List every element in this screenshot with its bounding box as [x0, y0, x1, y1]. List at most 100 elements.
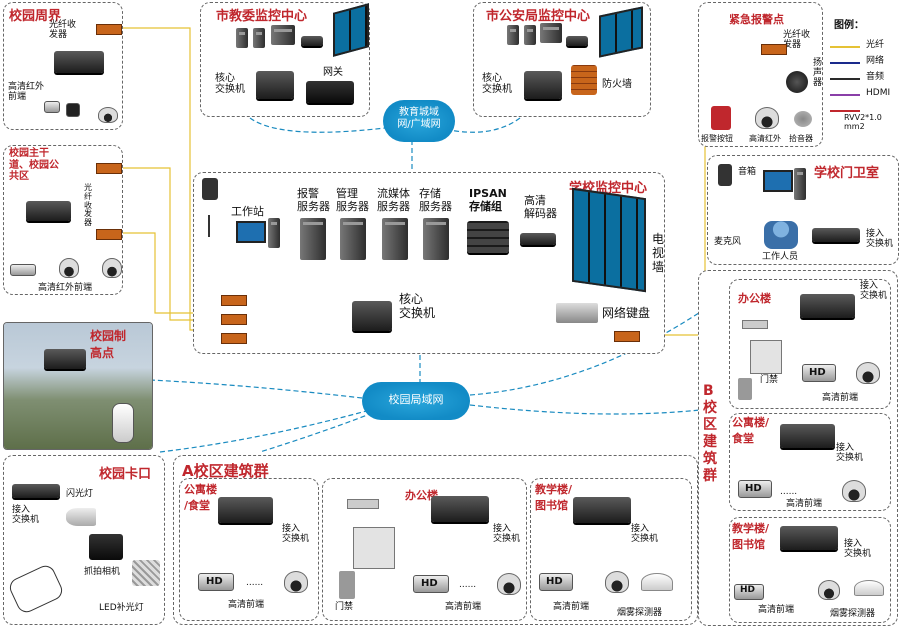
server-icon: [382, 218, 408, 260]
router-icon: [566, 36, 588, 46]
link-lan-b2: [469, 404, 701, 415]
link-edu-wan: [249, 117, 386, 133]
ellipsis: ......: [246, 578, 264, 588]
switch-icon: [26, 201, 71, 221]
group-campus-perimeter: 校园周界 光纤收 发器 高清红外 前端: [3, 2, 123, 130]
cloud-label: 校园局域网: [388, 393, 444, 406]
server-icon: [540, 23, 562, 43]
core-switch-label: 核心 交换机: [399, 292, 436, 320]
led-light-icon: [132, 560, 160, 586]
front-label: 高清前端: [786, 499, 823, 509]
subgroup-title: 公寓楼/ 食堂: [732, 416, 770, 445]
alarm-button-icon: [711, 106, 731, 130]
network-keyboard-icon: [556, 303, 598, 323]
pickup-icon: [794, 111, 812, 127]
camera-badge: HD: [206, 576, 223, 587]
access-switch-label: 接入 交换机: [12, 505, 40, 525]
switch-icon: [12, 484, 60, 498]
switch-icon: [780, 424, 835, 448]
server-icon: [423, 218, 449, 260]
hd-camera-icon: [734, 584, 764, 600]
smoke-label: 烟雾探测器: [617, 608, 663, 618]
person-icon: [764, 221, 798, 249]
legend-label: 网络: [866, 56, 885, 66]
subgroup-title: 教学楼/ 图书馆: [535, 483, 573, 512]
fiber-converter-icon: [96, 24, 122, 35]
fiber-converter-icon: [614, 331, 640, 342]
dome-camera-icon: [98, 107, 118, 123]
pickup-label: 拾音器: [789, 134, 813, 143]
server-icon: [236, 28, 248, 48]
dome-camera-icon: [59, 258, 79, 278]
group-title: 学校门卫室: [814, 166, 880, 181]
hd-camera-icon: [413, 575, 449, 593]
decoder-icon: [520, 233, 556, 245]
switch-icon: [54, 51, 104, 73]
flash-icon: [66, 508, 96, 526]
switch-label: 接入 交换机: [836, 443, 864, 463]
group-title: 校园制 高点: [90, 329, 127, 360]
dome-camera-icon: [755, 107, 779, 129]
video-wall-icon: [599, 6, 643, 58]
link-checkpoint-lan: [159, 409, 371, 453]
legend: 图例： 光纤 网络 音频 HDMI RVV2*1.0 mm2: [830, 20, 900, 140]
access-label: 门禁: [760, 375, 779, 385]
group-title: 紧急报警点: [729, 13, 784, 26]
ellipsis: ......: [780, 487, 798, 497]
switch-icon: [800, 294, 855, 318]
server-icon: [300, 218, 326, 260]
converter-label: 光纤收 发器: [49, 20, 77, 40]
group-title: 校园卡口: [99, 467, 152, 482]
controller-icon: [750, 340, 782, 374]
ipsan-storage-icon: [467, 221, 509, 253]
capture-camera-icon: [89, 534, 123, 560]
group-area-b-teaching: 教学楼/ 图书馆 接入 交换机 HD 高清前端 烟雾探测器: [729, 517, 891, 623]
staff-label: 工作人员: [762, 252, 799, 262]
ptz-camera-icon: [112, 403, 134, 443]
switch-icon: [780, 526, 838, 550]
link-lan-b: [469, 294, 726, 396]
legend-swatch-network: [830, 62, 860, 64]
group-area-b: B 校 区 建 筑 群 办公楼 接入 交换机 HD 门禁 高清前端 公寓楼/ 食…: [698, 270, 898, 626]
dome-camera-icon: [818, 580, 840, 600]
fiber-converter-icon: [761, 44, 787, 55]
microphone-icon: [208, 215, 210, 237]
group-area-a-dorm: 公寓楼 /食堂 接入 交换机 HD ...... 高清前端: [179, 478, 319, 621]
card-reader-icon: [339, 571, 355, 599]
group-title: 校园主干 道、校园公 共区: [9, 148, 59, 182]
group-title: B 校 区 建 筑 群: [703, 383, 717, 485]
server-label: 流媒体 服务器: [377, 187, 410, 213]
group-title: 市教委监控中心: [216, 9, 308, 24]
lock-icon: [742, 320, 768, 329]
camera-badge: HD: [745, 483, 762, 494]
fiber-converter-icon: [96, 229, 122, 240]
workstation-tower-icon: [268, 218, 280, 248]
converter-label: 光 纤 收 发 器: [84, 183, 92, 228]
bullet-camera-icon: [10, 264, 36, 276]
subgroup-title: 办公楼: [738, 292, 771, 305]
front-label: 高清前端: [445, 602, 482, 612]
car-icon: [6, 562, 66, 616]
dome-camera-icon: [856, 362, 880, 384]
switch-label: 接入 交换机: [844, 539, 872, 559]
switch-icon: [812, 228, 860, 242]
server-icon: [524, 25, 536, 45]
subgroup-title: 公寓楼 /食堂: [184, 483, 217, 512]
button-label: 报警按钮: [701, 134, 733, 143]
dome-camera-icon: [605, 571, 629, 593]
core-switch-icon: [256, 71, 294, 99]
group-alarm: 紧急报警点 光纤收 发器 扬 声 器 报警按钮 高清红外 拾音器: [698, 2, 823, 147]
switch-label: 接入 交换机: [631, 524, 659, 544]
group-main-road: 校园主干 道、校园公 共区 光 纤 收 发 器 高清红外前端: [3, 145, 123, 295]
flash-label: 闪光灯: [66, 489, 94, 499]
card-reader-icon: [738, 378, 752, 400]
smoke-detector-icon: [641, 573, 673, 591]
speaker-icon: [786, 71, 808, 93]
cloud-label: 教育城域 网/广域网: [397, 107, 441, 130]
fiber-mainroad-2: [122, 232, 225, 314]
hd-camera-icon: [198, 573, 234, 591]
video-wall-icon: [333, 3, 369, 57]
switch-label: 接入 交换机: [860, 281, 888, 301]
converter-label: 光纤收 发器: [783, 30, 811, 50]
core-switch-icon: [352, 301, 392, 331]
